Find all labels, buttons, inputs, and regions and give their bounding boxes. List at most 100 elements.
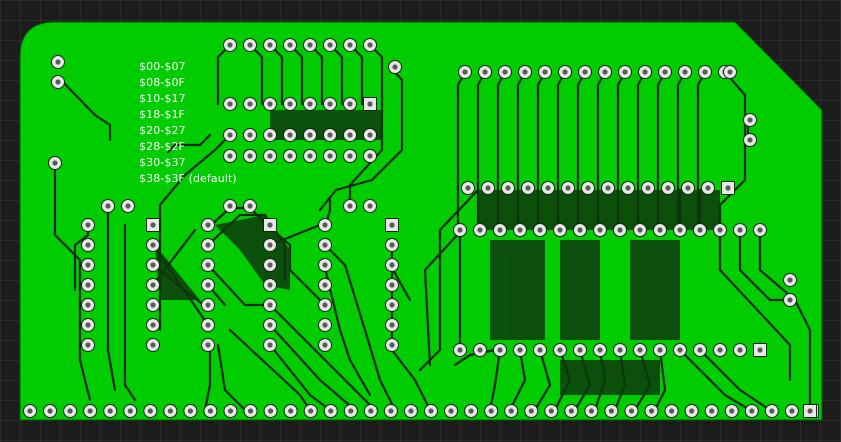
header-pad: [323, 38, 337, 52]
ic-pad: [493, 223, 507, 237]
mount-pad: [51, 55, 65, 69]
edge-connector-pad: [23, 404, 37, 418]
silkscreen-address-option: $18-$1F: [139, 108, 185, 121]
ic-pad: [146, 298, 160, 312]
jumper-pad: [243, 128, 257, 142]
header-pad: [303, 38, 317, 52]
header-pad: [458, 65, 472, 79]
edge-connector-pad: [383, 404, 398, 418]
ic-pad: [385, 278, 399, 292]
jumper-pad: [303, 128, 317, 142]
ic-pad: [633, 343, 647, 357]
ic-pad: [201, 278, 215, 292]
edge-connector-pad: [564, 404, 579, 418]
ic-pad: [453, 223, 467, 237]
edge-connector-pad: [123, 404, 138, 418]
pad: [121, 199, 135, 213]
edge-connector-pad: [604, 404, 619, 418]
edge-connector-pad: [83, 404, 98, 418]
edge-connector-pad: [263, 404, 278, 418]
ic-pad: [533, 223, 547, 237]
header-pad: [363, 38, 377, 52]
ic-pad: [601, 181, 615, 195]
ic-pad: [533, 343, 547, 357]
edge-connector-pad: [803, 404, 817, 418]
ic-pad: [733, 343, 747, 357]
edge-connector-pad: [684, 404, 699, 418]
header-pad: [558, 65, 572, 79]
ic-pad: [473, 343, 487, 357]
ic-pad: [263, 338, 277, 352]
jumper-pad: [303, 97, 317, 111]
edge-connector-pad: [584, 404, 599, 418]
ic-pad: [573, 343, 587, 357]
ic-pad: [661, 181, 675, 195]
ic-pad: [263, 218, 277, 232]
ic-pad: [146, 318, 160, 332]
edge-connector-pad: [63, 404, 78, 418]
ic-pad: [573, 223, 587, 237]
edge-connector-pad: [524, 404, 539, 418]
ic-pad: [385, 238, 399, 252]
ic-pad: [753, 343, 767, 357]
edge-connector-pad: [183, 404, 198, 418]
edge-connector-pad: [43, 404, 58, 418]
edge-connector-pad: [484, 404, 499, 418]
pad: [783, 273, 797, 287]
ic-pad: [81, 238, 95, 252]
ic-pad: [318, 238, 332, 252]
ic-pad: [318, 318, 332, 332]
ic-pad: [263, 278, 277, 292]
jumper-pad: [283, 149, 297, 163]
ic-pad: [318, 258, 332, 272]
header-pad: [538, 65, 552, 79]
edge-connector-pad: [143, 404, 158, 418]
edge-connector-pad: [283, 404, 298, 418]
header-pad: [678, 65, 692, 79]
ic-pad: [513, 223, 527, 237]
silkscreen-address-option: $28-$2F: [139, 140, 185, 153]
header-pad: [618, 65, 632, 79]
jumper-pad: [363, 128, 377, 142]
jumper-pad: [283, 128, 297, 142]
ic-pad: [593, 343, 607, 357]
header-pad: [498, 65, 512, 79]
ic-pad: [453, 343, 467, 357]
header-pad: [388, 60, 402, 74]
jumper-pad: [363, 149, 377, 163]
ic-pad: [621, 181, 635, 195]
jumper-pad: [323, 149, 337, 163]
jumper-pad: [263, 128, 277, 142]
ic-pad: [521, 181, 535, 195]
pads-group: [23, 38, 819, 418]
ic-pad: [81, 318, 95, 332]
header-pad: [283, 38, 297, 52]
pad: [223, 199, 237, 213]
ic-pad: [593, 223, 607, 237]
ic-pad: [641, 181, 655, 195]
ic-pad: [541, 181, 555, 195]
ic-pad: [613, 223, 627, 237]
header-pad: [518, 65, 532, 79]
header-pad: [263, 38, 277, 52]
edge-connector-pad: [424, 404, 438, 418]
header-pad: [343, 38, 357, 52]
ic-pad: [201, 258, 215, 272]
pad: [363, 199, 377, 213]
edge-connector-pad: [664, 404, 679, 418]
ic-pad: [201, 298, 215, 312]
pad: [783, 293, 797, 307]
ic-pad: [201, 238, 215, 252]
ic-pad: [263, 318, 277, 332]
jumper-pad: [343, 128, 357, 142]
ic-pad: [721, 181, 735, 195]
ic-pad: [673, 223, 687, 237]
ic-pad: [318, 298, 332, 312]
edge-connector-pad: [504, 404, 519, 418]
ic-pad: [501, 181, 515, 195]
ic-pad: [481, 181, 495, 195]
ic-pad: [81, 338, 95, 352]
header-pad: [223, 38, 237, 52]
edge-connector-pad: [403, 404, 418, 418]
